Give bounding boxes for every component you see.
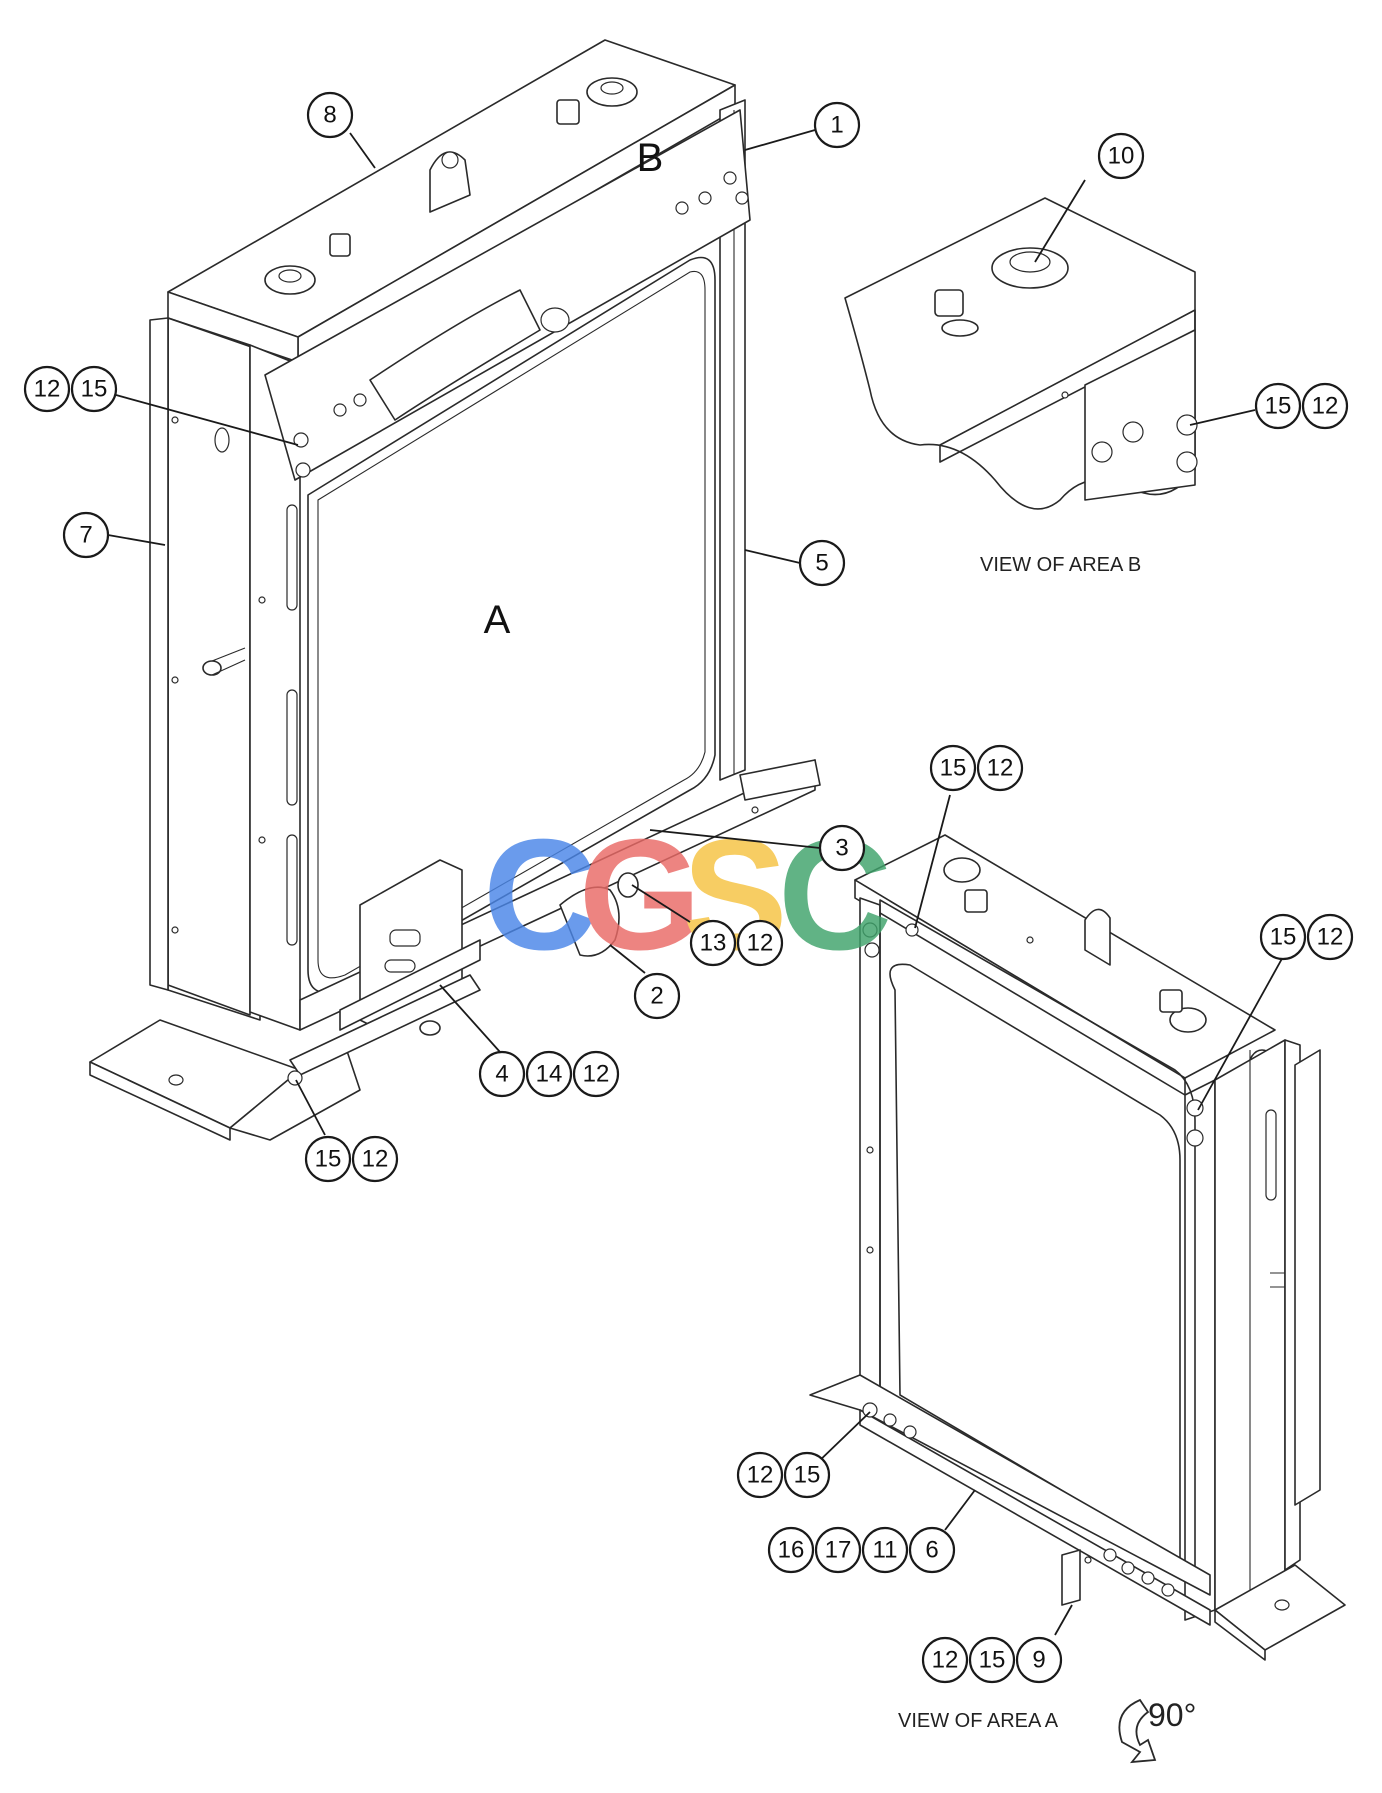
callout-13: 13 <box>689 919 737 967</box>
callout-1: 1 <box>813 101 861 149</box>
callout-12: 12 <box>976 744 1024 792</box>
callout-15: 15 <box>968 1636 1016 1684</box>
callout-12: 12 <box>1301 382 1349 430</box>
callout-5: 5 <box>798 539 846 587</box>
watermark-letter-g: G <box>579 807 702 983</box>
svg-text:11: 11 <box>873 1537 898 1564</box>
callout-6: 6 <box>908 1526 956 1574</box>
svg-text:7: 7 <box>79 522 92 549</box>
svg-text:12: 12 <box>1317 924 1344 951</box>
callout-9: 9 <box>1015 1636 1063 1684</box>
svg-text:12: 12 <box>1312 393 1339 420</box>
callout-2: 2 <box>633 972 681 1020</box>
rotation-label: 90° <box>1148 1697 1196 1733</box>
callout-17: 17 <box>814 1526 862 1574</box>
svg-text:17: 17 <box>825 1537 852 1564</box>
svg-text:12: 12 <box>932 1647 959 1674</box>
svg-text:9: 9 <box>1032 1647 1045 1674</box>
view-of-area-b-detail <box>844 197 1198 510</box>
svg-text:12: 12 <box>747 1462 774 1489</box>
svg-text:15: 15 <box>979 1647 1006 1674</box>
svg-text:1: 1 <box>830 112 843 139</box>
area-a-letter: A <box>484 598 511 642</box>
callout-12: 12 <box>1306 913 1354 961</box>
callout-16: 16 <box>767 1526 815 1574</box>
watermark-letter-c1: C <box>483 807 597 983</box>
callout-15: 15 <box>70 365 118 413</box>
callout-15: 15 <box>1259 913 1307 961</box>
callout-12: 12 <box>736 1451 784 1499</box>
svg-text:15: 15 <box>1270 924 1297 951</box>
svg-text:3: 3 <box>835 835 848 862</box>
svg-text:10: 10 <box>1108 143 1135 170</box>
callout-12: 12 <box>736 919 784 967</box>
svg-text:16: 16 <box>778 1537 805 1564</box>
svg-text:4: 4 <box>495 1061 508 1088</box>
svg-text:12: 12 <box>583 1061 610 1088</box>
svg-text:12: 12 <box>987 755 1014 782</box>
svg-text:15: 15 <box>940 755 967 782</box>
callout-15: 15 <box>783 1451 831 1499</box>
callout-11: 11 <box>861 1526 909 1574</box>
svg-text:12: 12 <box>747 930 774 957</box>
callout-15: 15 <box>1254 382 1302 430</box>
svg-text:13: 13 <box>700 930 727 957</box>
callout-10: 10 <box>1097 132 1145 180</box>
view-of-area-b-label: VIEW OF AREA B <box>980 554 1141 576</box>
callout-12: 12 <box>572 1050 620 1098</box>
callout-12: 12 <box>23 365 71 413</box>
view-of-area-a-label: VIEW OF AREA A <box>898 1710 1059 1732</box>
callout-15: 15 <box>929 744 977 792</box>
main-radiator-assembly <box>89 39 821 1141</box>
callout-8: 8 <box>306 91 354 139</box>
svg-text:15: 15 <box>794 1462 821 1489</box>
callout-15: 15 <box>304 1135 352 1183</box>
callout-12: 12 <box>921 1636 969 1684</box>
svg-text:14: 14 <box>536 1061 563 1088</box>
svg-text:15: 15 <box>315 1146 342 1173</box>
svg-text:6: 6 <box>925 1537 938 1564</box>
leader-lines <box>107 129 1285 1636</box>
callout-12: 12 <box>351 1135 399 1183</box>
svg-text:15: 15 <box>81 376 108 403</box>
svg-text:12: 12 <box>362 1146 389 1173</box>
rotate-arrow-icon <box>1118 1698 1157 1764</box>
callout-3: 3 <box>818 824 866 872</box>
callout-7: 7 <box>62 511 110 559</box>
svg-text:15: 15 <box>1265 393 1292 420</box>
svg-text:5: 5 <box>815 550 828 577</box>
svg-text:8: 8 <box>323 102 336 129</box>
callout-14: 14 <box>525 1050 573 1098</box>
svg-text:12: 12 <box>34 376 61 403</box>
area-b-letter: B <box>637 136 664 180</box>
svg-text:2: 2 <box>650 983 663 1010</box>
view-of-area-a-detail <box>809 834 1346 1661</box>
callout-4: 4 <box>478 1050 526 1098</box>
